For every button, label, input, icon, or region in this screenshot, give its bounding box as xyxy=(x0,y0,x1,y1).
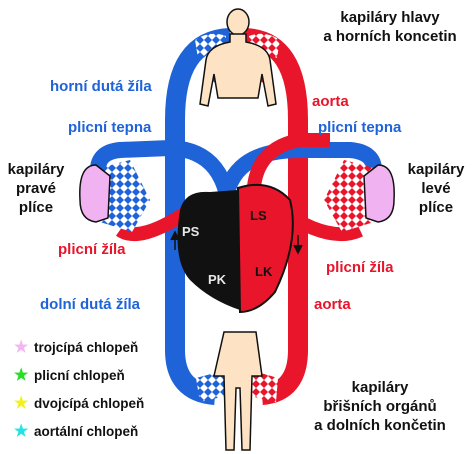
right-lung xyxy=(79,164,111,223)
legend-label: dvojcípá chlopeň xyxy=(34,396,145,411)
upper-body-figure xyxy=(199,8,277,107)
legend-label: trojcípá chlopeň xyxy=(34,340,139,355)
legend-label: plicní chlopeň xyxy=(34,368,125,383)
label-abdominal-capillaries: kapiláry břišních orgánů a dolních konče… xyxy=(314,379,446,434)
abdominal-capillaries-blue xyxy=(196,370,226,402)
chamber-pk: PK xyxy=(208,272,227,287)
pulmonary-artery-right-vessel xyxy=(216,142,382,221)
legend-item: ★ dvojcípá chlopeň xyxy=(14,396,144,412)
chamber-ps: PS xyxy=(182,224,200,239)
chamber-lk: LK xyxy=(255,264,273,279)
flow-arrows xyxy=(170,230,303,255)
lower-body-figure xyxy=(213,331,263,451)
star-icon: ★ xyxy=(14,423,29,440)
label-superior-vena-cava: horní dutá žíla xyxy=(50,78,152,95)
legend-item: ★ trojcípá chlopeň xyxy=(14,340,138,356)
label-inferior-vena-cava: dolní dutá žíla xyxy=(40,296,140,313)
label-aorta-bottom: aorta xyxy=(314,296,351,313)
label-aorta-top: aorta xyxy=(312,93,349,110)
abdominal-capillaries-red xyxy=(250,370,278,402)
chamber-ls: LS xyxy=(250,208,267,223)
star-icon: ★ xyxy=(14,339,29,356)
heart-right-side xyxy=(177,190,240,310)
label-pulmonary-vein-right: plicní žíla xyxy=(326,259,394,276)
star-icon: ★ xyxy=(14,367,29,384)
label-pulmonary-artery-left: plicní tepna xyxy=(68,119,152,136)
label-pulmonary-artery-right: plicní tepna xyxy=(318,119,402,136)
legend-item: ★ plicní chlopeň xyxy=(14,368,125,384)
heart-left-side xyxy=(236,184,294,314)
label-right-lung-capillaries: kapiláry pravé plíce xyxy=(7,161,65,216)
label-pulmonary-vein-left: plicní žíla xyxy=(58,241,126,258)
legend-item: ★ aortální chlopeň xyxy=(14,424,138,440)
label-head-capillaries: kapiláry hlavy a horních koncetin xyxy=(323,9,457,45)
left-lung xyxy=(363,164,395,223)
star-icon: ★ xyxy=(14,395,29,412)
label-left-lung-capillaries: kapiláry levé plíce xyxy=(407,161,465,216)
legend-label: aortální chlopeň xyxy=(34,424,139,439)
